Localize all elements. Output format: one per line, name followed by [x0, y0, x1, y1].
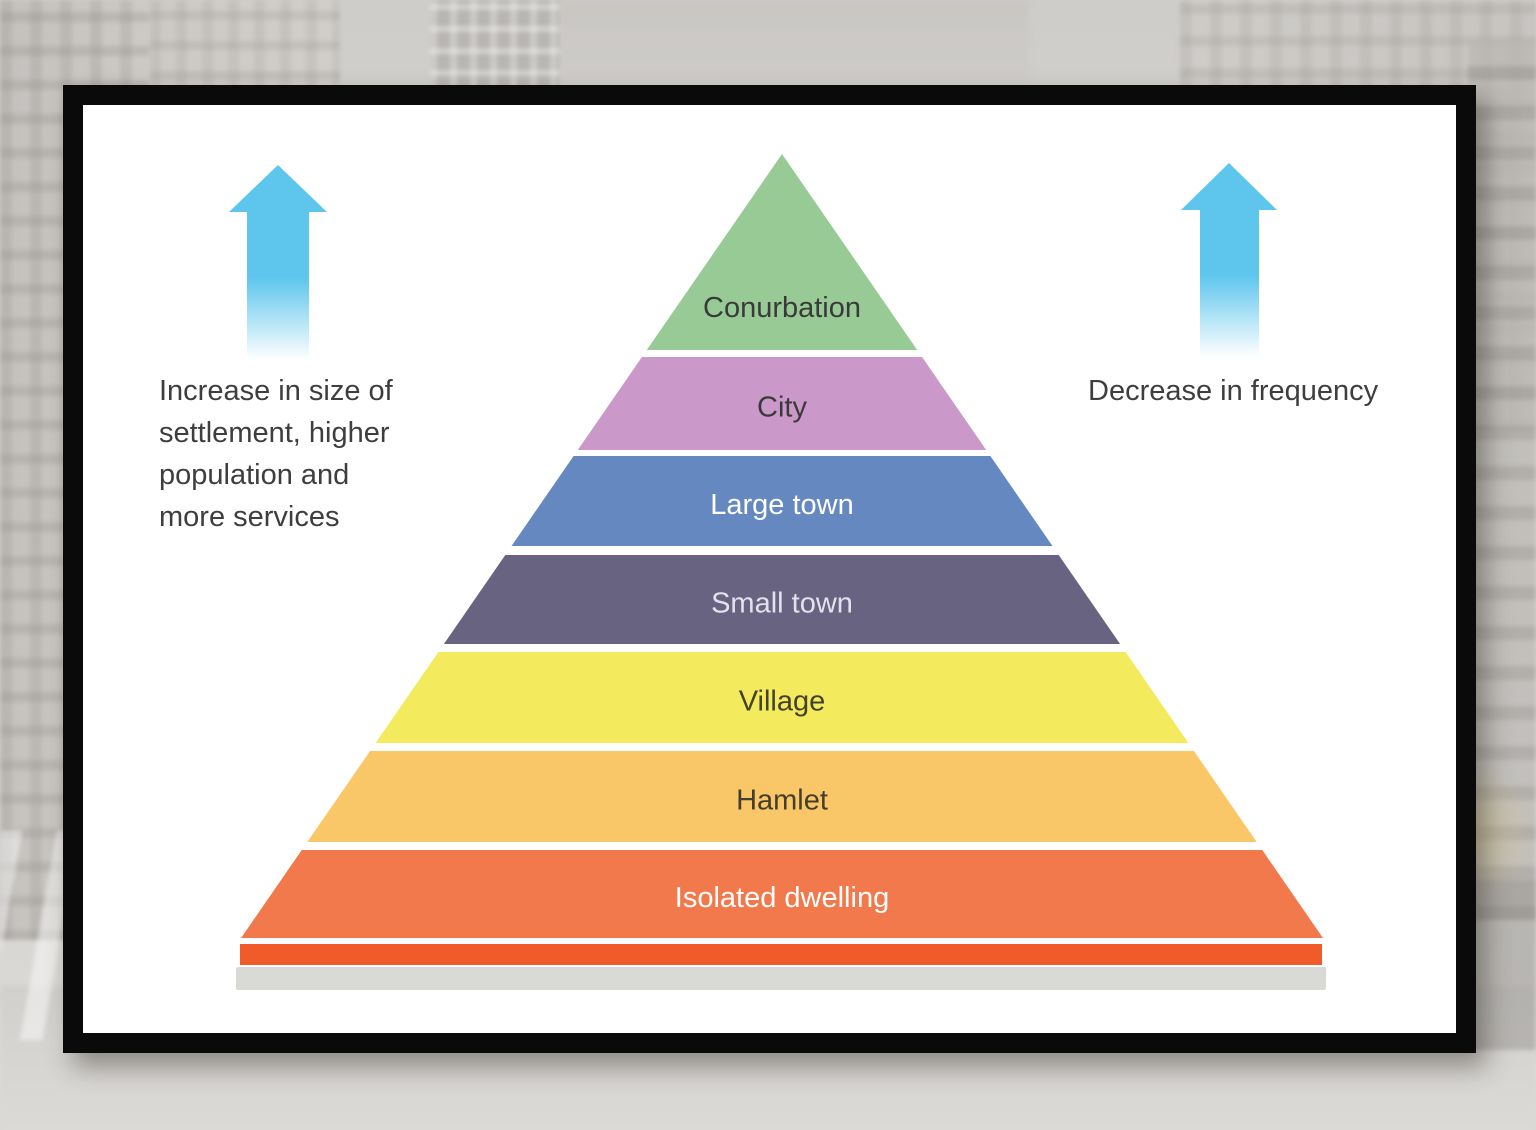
pyramid-level-hamlet — [307, 751, 1257, 842]
pyramid-level-city — [577, 357, 987, 450]
pyramid-level-large-town — [511, 456, 1053, 546]
pyramid-level-small-town — [443, 555, 1121, 644]
pyramid-base-bar — [240, 944, 1322, 965]
left-annotation-text: Increase in size of settlement, higher p… — [159, 375, 393, 533]
pyramid-level-conurbation — [646, 154, 918, 350]
pyramid-platform — [236, 967, 1326, 990]
up-arrow-icon-right — [1181, 163, 1277, 357]
pyramid-label: Isolated dwelling — [675, 882, 889, 914]
pyramid-label: Hamlet — [736, 785, 828, 817]
right-annotation-text: Decrease in frequency — [1088, 375, 1379, 407]
pyramid-level-isolated-dwelling — [241, 850, 1323, 938]
pyramid-label: Small town — [711, 588, 853, 620]
pyramid-label: Conurbation — [703, 292, 861, 324]
up-arrow-icon-left — [229, 165, 327, 360]
pyramid-label: Village — [739, 686, 826, 718]
pyramid-level-village — [375, 652, 1189, 743]
pyramid-label: City — [757, 392, 807, 424]
pyramid-label: Large town — [710, 489, 854, 521]
